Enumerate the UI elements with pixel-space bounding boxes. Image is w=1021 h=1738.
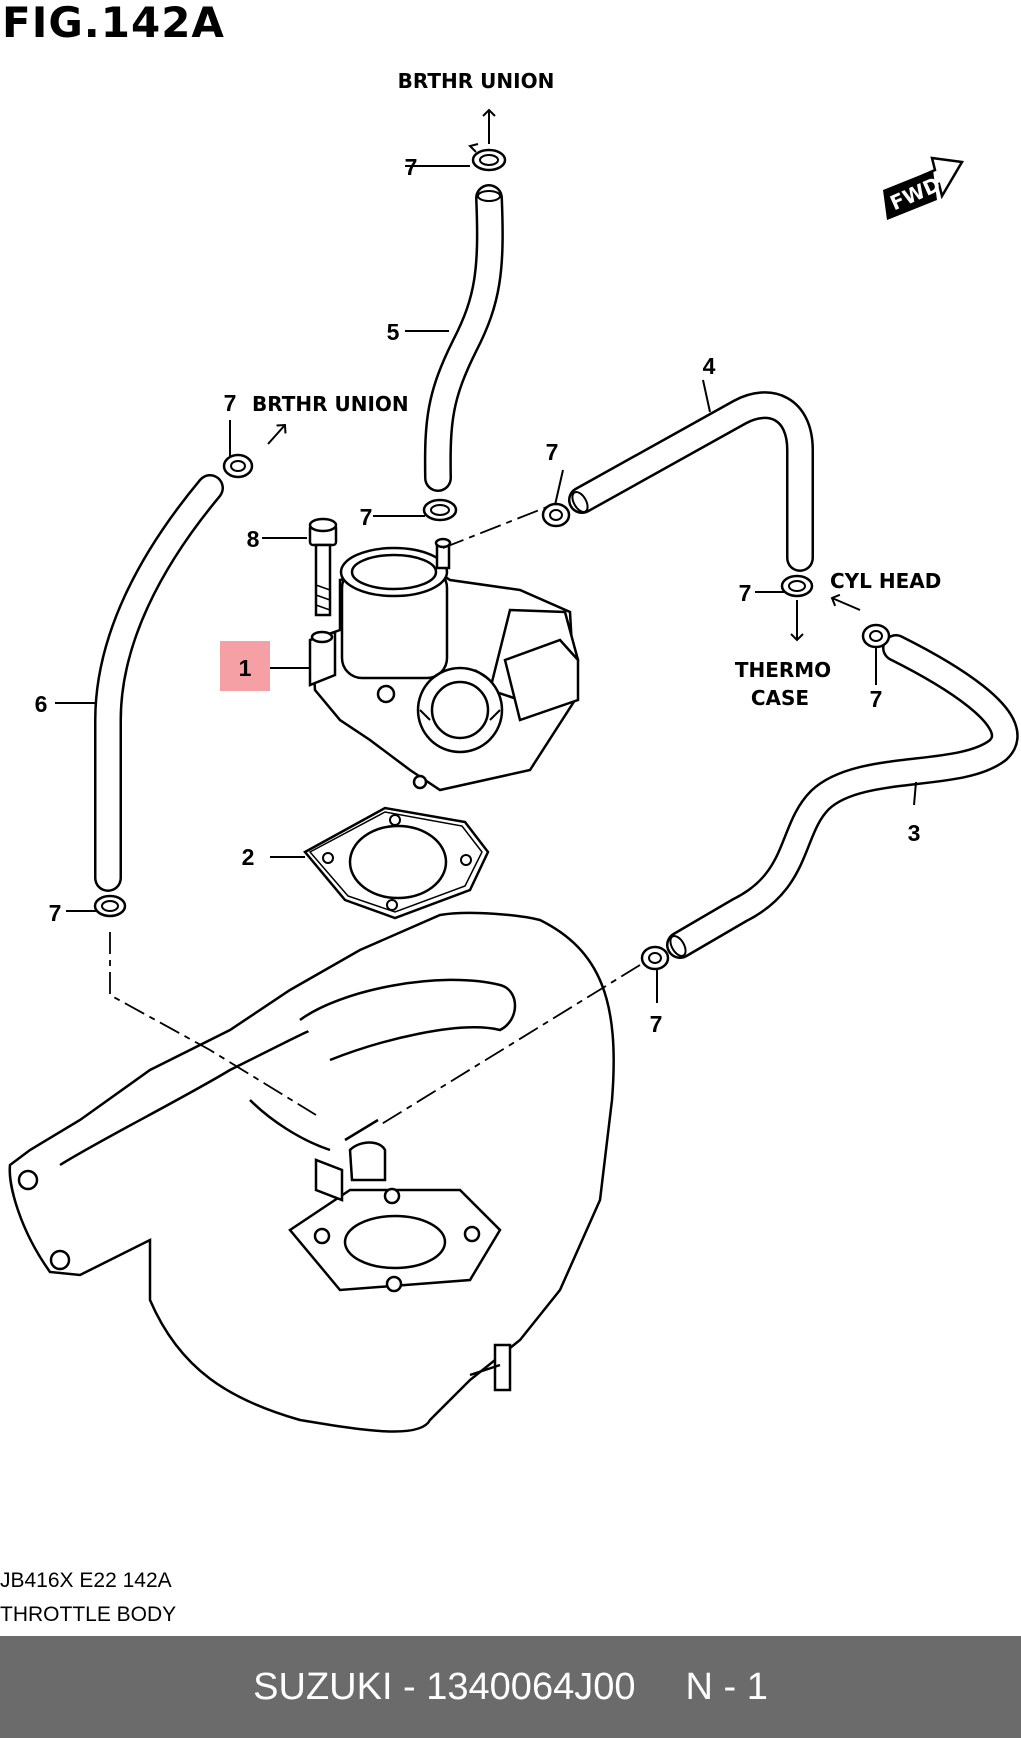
throttle-body[interactable] (308, 537, 580, 792)
callout-8[interactable]: 8 (247, 526, 260, 552)
clamp-thermo[interactable] (780, 574, 814, 598)
intake-manifold (8, 911, 615, 1433)
callout-7-cyl-head[interactable]: 7 (870, 686, 883, 712)
hose-5[interactable] (423, 184, 504, 492)
callout-3[interactable]: 3 (908, 820, 921, 846)
callout-7-left-top[interactable]: 7 (224, 390, 237, 416)
callout-6[interactable]: 6 (35, 691, 48, 717)
clamp-hose5-bottom[interactable] (422, 498, 458, 522)
callout-2[interactable]: 2 (242, 844, 255, 870)
callout-7-top[interactable]: 7 (405, 154, 418, 180)
callout-1-highlight (220, 641, 270, 691)
thermo-label: THERMO (735, 658, 831, 682)
case-label: CASE (751, 686, 809, 710)
figure-title: FIG.142A (2, 0, 225, 47)
connection-lines (109, 504, 641, 1126)
footer-bar: SUZUKI - 1340064J00 N - 1 (0, 1636, 1021, 1738)
figure-code: JB416X E22 142A (0, 1569, 172, 1592)
hose-3[interactable] (666, 634, 1019, 959)
callout-1[interactable]: 1 (239, 655, 252, 681)
callout-7-hose4[interactable]: 7 (546, 439, 559, 465)
part-number-label: SUZUKI - 1340064J00 (253, 1665, 636, 1708)
callout-7-thermo[interactable]: 7 (739, 580, 752, 606)
hose-6[interactable] (94, 474, 224, 892)
callout-7-left-bottom[interactable]: 7 (49, 900, 62, 926)
figure-name: THROTTLE BODY (0, 1603, 177, 1626)
cyl-head-label: CYL HEAD (830, 569, 941, 593)
clamp-hose3-bottom[interactable] (640, 945, 670, 971)
leader-lines (55, 108, 917, 1003)
clamp-left-top[interactable] (222, 453, 254, 479)
parts-diagram: FWD 1 2 3 4 5 6 7 7 7 7 7 7 7 7 8 BRTHR … (8, 69, 1019, 1433)
clamp-left-bottom[interactable] (93, 894, 127, 918)
brthr-union-top-label: BRTHR UNION (398, 69, 555, 93)
clamp-top[interactable] (468, 143, 507, 172)
callout-5[interactable]: 5 (387, 319, 400, 345)
callout-4[interactable]: 4 (703, 353, 716, 379)
bolt-8[interactable] (308, 517, 338, 617)
clamp-cyl-head[interactable] (861, 623, 891, 649)
brthr-union-left-label: BRTHR UNION (252, 392, 409, 416)
hose-4[interactable] (568, 391, 814, 572)
page-indicator: N - 1 (685, 1665, 768, 1708)
callout-7-hose3[interactable]: 7 (650, 1011, 663, 1037)
callout-7-hose5[interactable]: 7 (360, 504, 373, 530)
gasket-2[interactable] (303, 806, 490, 920)
fwd-arrow-icon: FWD (883, 156, 965, 220)
